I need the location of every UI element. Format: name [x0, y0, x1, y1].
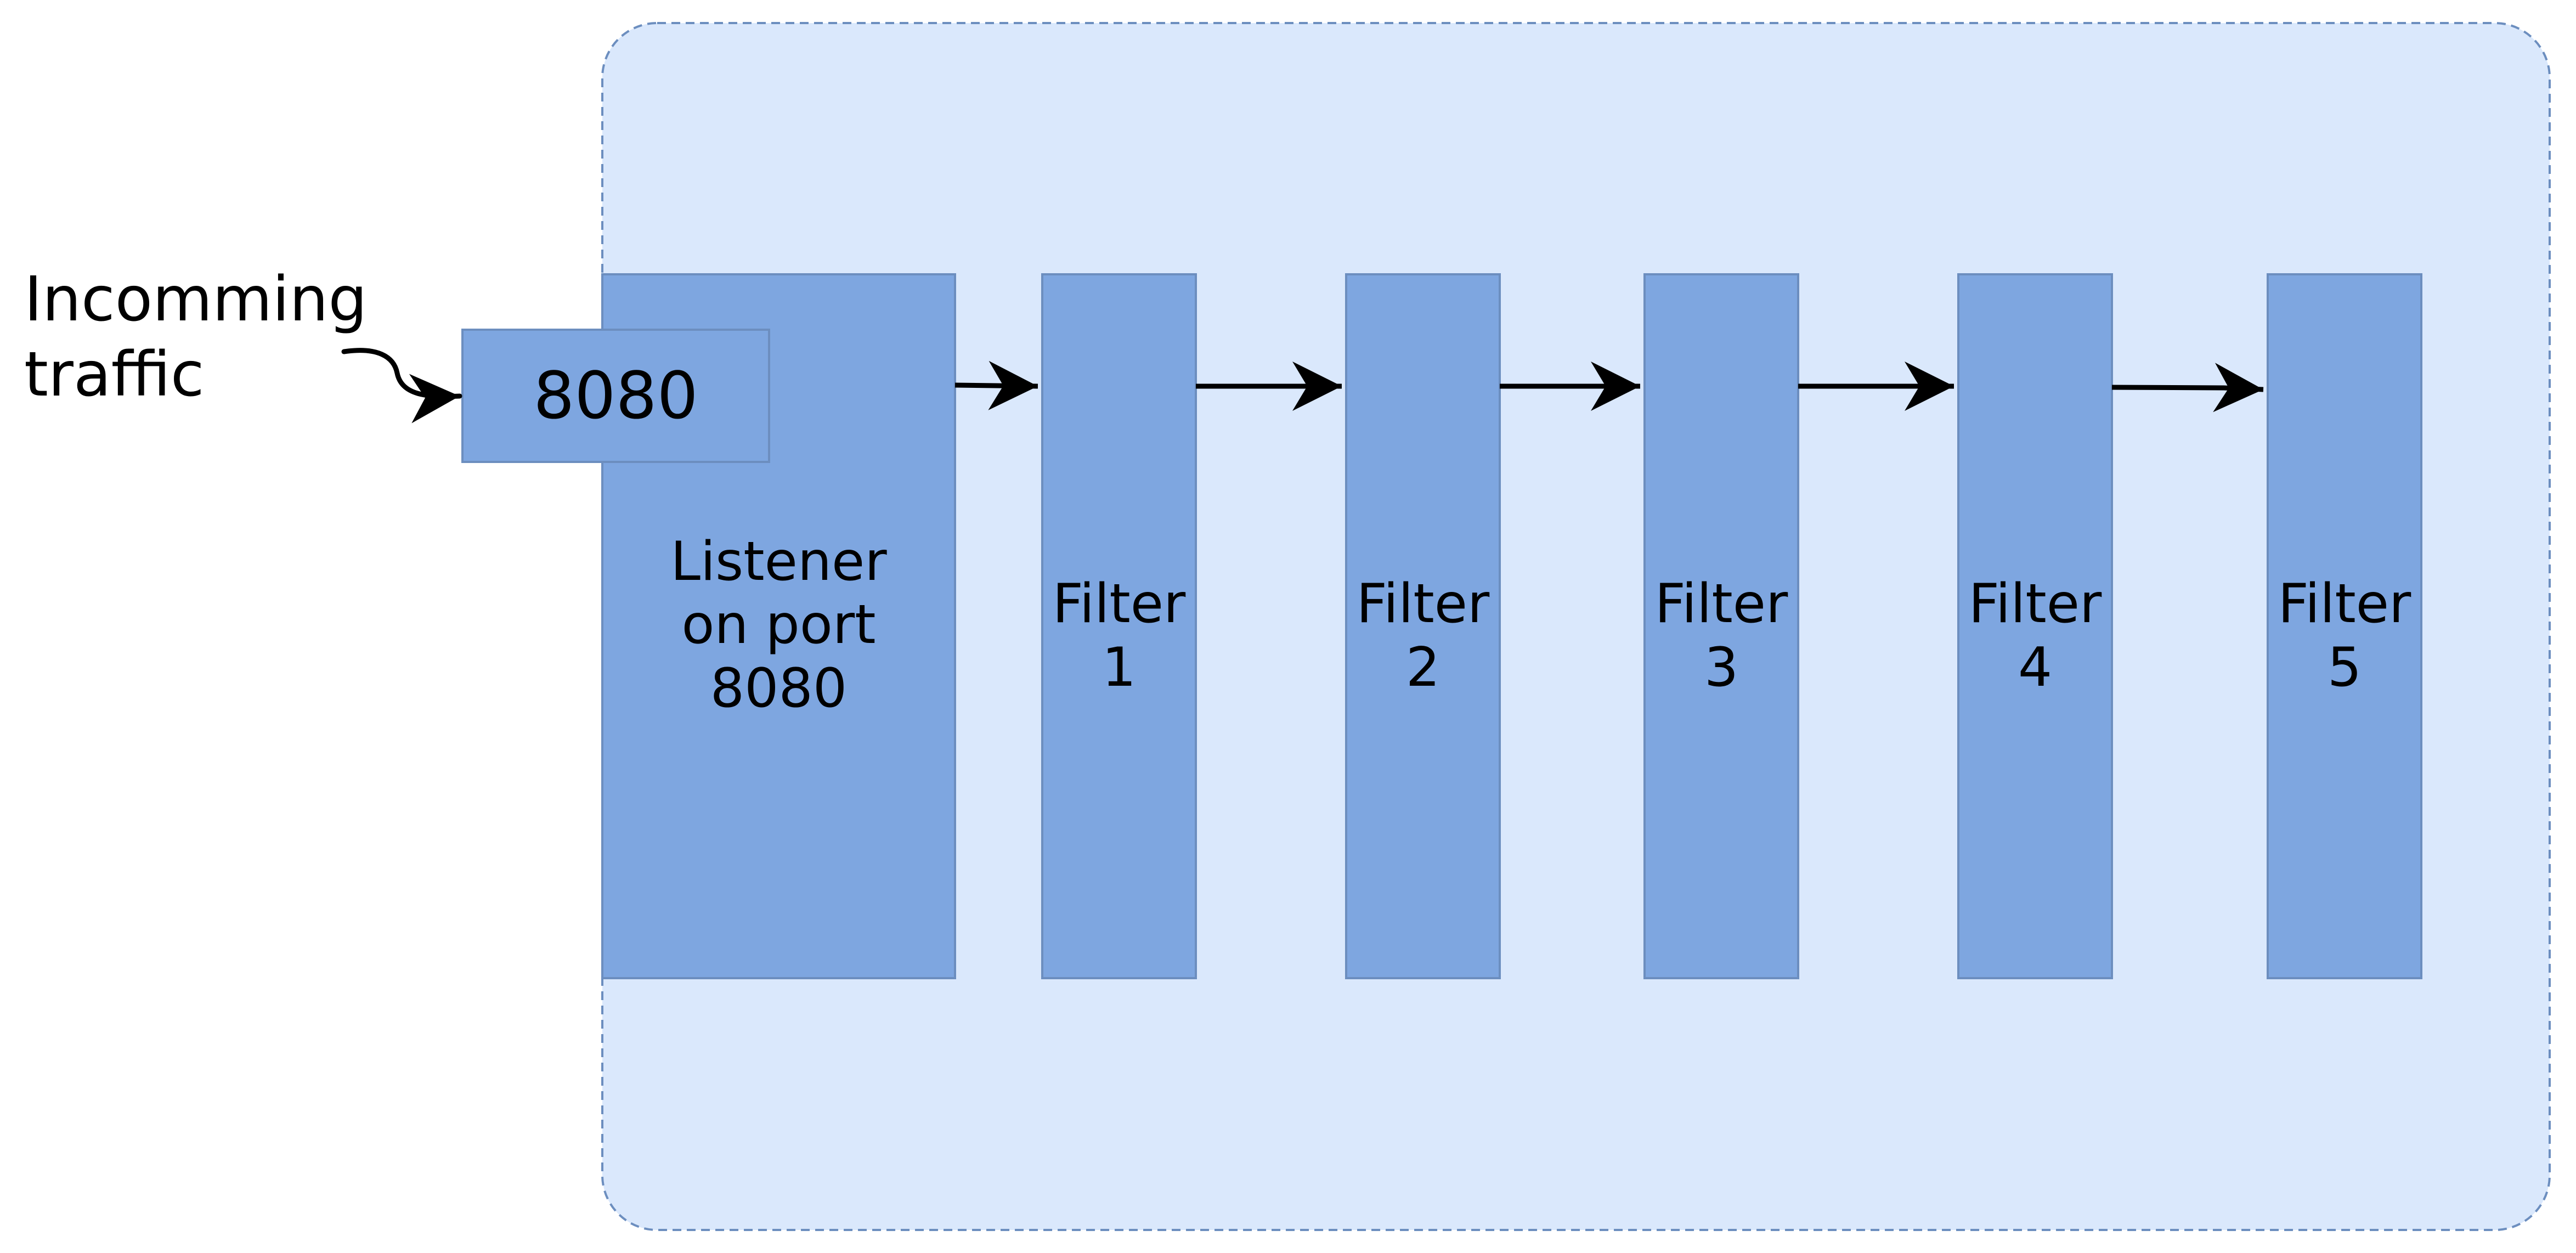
filter-box-5: [2267, 273, 2422, 979]
arrow-listener-to-filter-1: [954, 360, 1038, 410]
filter-box-2: [1345, 273, 1501, 979]
filter-box-3: [1643, 273, 1799, 979]
filter-box-4: [1957, 273, 2113, 979]
arrow-filter-4-to-filter-5: [2111, 363, 2264, 413]
filter-box-1: [1041, 273, 1197, 979]
port-box: [461, 329, 770, 463]
incoming-arrow: [341, 348, 462, 424]
